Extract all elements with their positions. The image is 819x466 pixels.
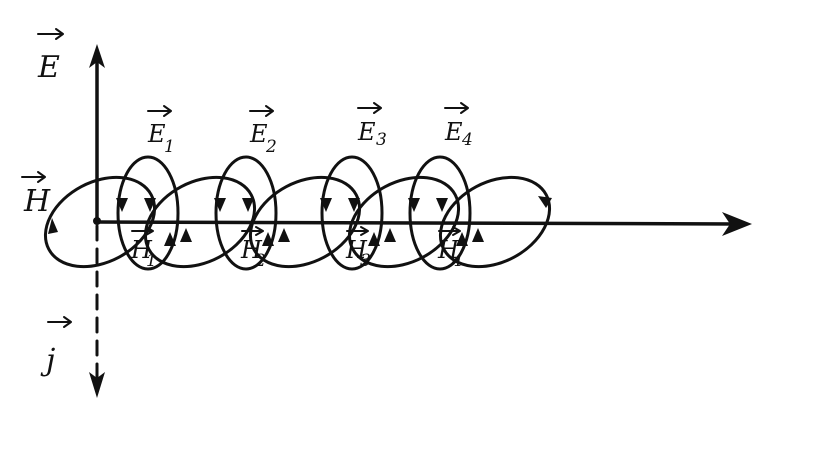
e-loop-up-arrowhead <box>180 228 192 242</box>
e-loop-down-arrowhead <box>320 198 332 212</box>
e-field-loop <box>214 155 278 271</box>
e-field-loop <box>320 155 384 271</box>
e-loop-up-arrowhead <box>384 228 396 242</box>
svg-text:E: E <box>444 118 463 146</box>
h-label-2: H 2 <box>240 226 266 271</box>
svg-text:E: E <box>357 118 376 146</box>
e-loop-up-arrowhead <box>456 232 468 246</box>
svg-text:E: E <box>147 120 166 148</box>
h-field-loop <box>43 175 157 269</box>
e-axis-arrowhead <box>89 44 105 68</box>
h-loop-arrowhead <box>538 196 552 208</box>
e-loop-down-arrowhead <box>242 198 254 212</box>
svg-text:1: 1 <box>146 251 157 271</box>
e-label-4: E 4 <box>444 102 473 150</box>
e-loop-up-arrowhead <box>368 232 380 246</box>
e-axis-label: E <box>37 50 60 85</box>
e-loops-group <box>116 155 484 271</box>
j-axis-arrowhead <box>89 372 105 398</box>
h-field-loop <box>143 175 257 269</box>
svg-text:4: 4 <box>461 130 473 150</box>
origin-point <box>93 217 101 225</box>
svg-text:H: H <box>240 236 263 264</box>
svg-text:E: E <box>249 120 268 148</box>
propagation-axis <box>95 220 740 226</box>
h-label-1: H 1 <box>130 226 157 271</box>
svg-text:2: 2 <box>254 251 266 271</box>
e-loop-down-arrowhead <box>408 198 420 212</box>
svg-text:4: 4 <box>451 251 463 271</box>
e-label-1: E 1 <box>147 105 175 157</box>
e-loop-down-arrowhead <box>116 198 128 212</box>
h-label-4: H 4 <box>437 226 463 271</box>
j-axis-label-vector-arrow <box>47 316 72 328</box>
svg-text:3: 3 <box>376 130 387 150</box>
e-field-loop <box>116 155 180 271</box>
e-loop-down-arrowhead <box>214 198 226 212</box>
h-loop-arrowhead <box>48 218 58 234</box>
e-loop-up-arrowhead <box>472 228 484 242</box>
e-label-2: E 2 <box>249 105 277 157</box>
e-loop-up-arrowhead <box>278 228 290 242</box>
e-loop-up-arrowhead <box>262 232 274 246</box>
e-loop-down-arrowhead <box>144 198 156 212</box>
e-loop-up-arrowhead <box>164 232 176 246</box>
svg-text:2: 2 <box>265 137 277 157</box>
e-axis-label-vector-arrow <box>37 28 64 40</box>
svg-text:3: 3 <box>360 251 371 271</box>
h-side-label: H <box>23 184 51 219</box>
j-axis-label: j <box>40 343 55 378</box>
e-loop-down-arrowhead <box>348 198 360 212</box>
svg-text:H: H <box>130 236 153 264</box>
e-field-loop <box>408 155 472 271</box>
e-label-3: E 3 <box>357 102 387 150</box>
h-field-loop <box>248 175 362 269</box>
svg-text:H: H <box>437 236 460 264</box>
h-field-loop <box>438 175 552 269</box>
h-side-label-vector-arrow <box>21 171 46 183</box>
h-label-3: H 3 <box>345 226 371 271</box>
svg-text:1: 1 <box>164 137 175 157</box>
e-loop-down-arrowhead <box>436 198 448 212</box>
svg-text:H: H <box>345 236 368 264</box>
propagation-axis-arrowhead <box>722 212 752 236</box>
